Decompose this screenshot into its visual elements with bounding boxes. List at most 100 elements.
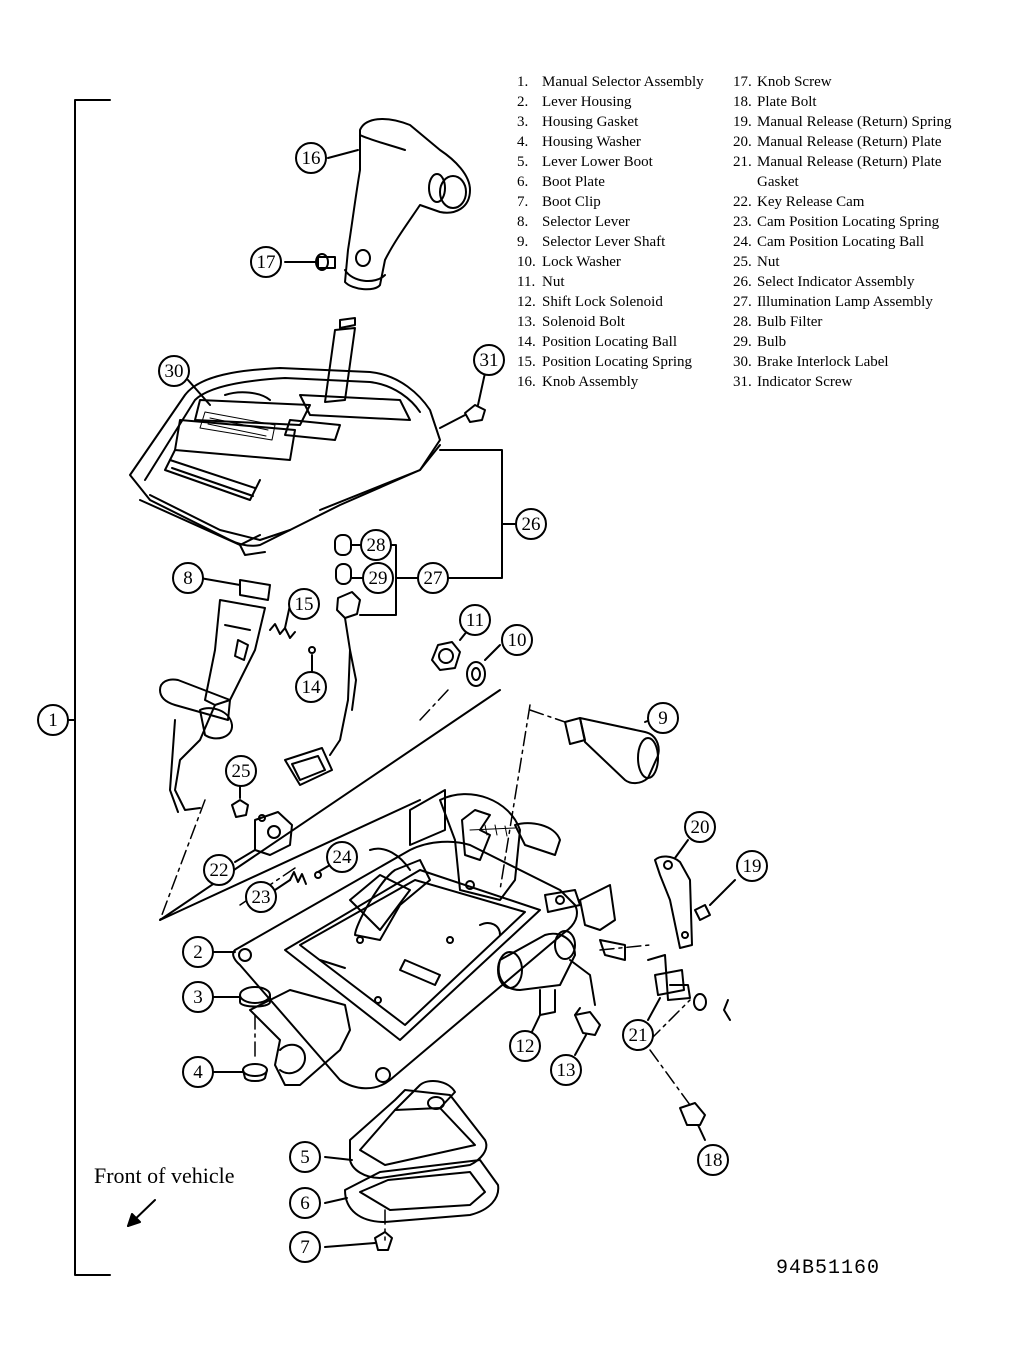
legend-number: 17. (733, 74, 752, 90)
callout-number: 8 (183, 568, 193, 589)
manual-release-plate (654, 855, 693, 949)
legend-row: 25.Nut (733, 252, 952, 272)
legend-number: 19. (733, 114, 752, 130)
legend-number: 16. (517, 374, 536, 390)
leader-18 (697, 1124, 706, 1141)
legend-number: 15. (517, 354, 536, 370)
legend-part-name: Boot Clip (542, 194, 601, 210)
legend-number: 25. (733, 254, 752, 270)
lever-lower-boot (349, 1079, 488, 1179)
callout-number: 30 (165, 361, 184, 382)
callout-number: 11 (466, 610, 484, 631)
legend-row: 27.Illumination Lamp Assembly (733, 292, 952, 312)
callout-17: 17 (250, 246, 282, 278)
callout-number: 12 (516, 1036, 535, 1057)
legend-number: 29. (733, 334, 752, 350)
callout-circle (647, 702, 679, 734)
leader-30 (187, 379, 211, 406)
callout-number: 7 (300, 1237, 310, 1258)
callout-circle (459, 604, 491, 636)
callout-circle (182, 1056, 214, 1088)
legend-number: 13. (517, 314, 536, 330)
callout-number: 17 (257, 252, 276, 273)
legend-row: 20.Manual Release (Return) Plate (733, 132, 952, 152)
callout-circle (37, 704, 69, 736)
legend-row: 26.Select Indicator Assembly (733, 272, 952, 292)
position-scale (469, 824, 516, 837)
leader-24 (317, 864, 331, 873)
legend-row: 9.Selector Lever Shaft (517, 232, 704, 252)
legend-number: 26. (733, 274, 752, 290)
legend-row: Gasket (733, 172, 952, 192)
callout-number: 14 (302, 677, 322, 698)
callout-circle (158, 355, 190, 387)
legend-number: 12. (517, 294, 536, 310)
legend-row: 7.Boot Clip (517, 192, 704, 212)
callout-14: 14 (295, 671, 327, 703)
callout-number: 18 (704, 1150, 723, 1171)
legend-part-name: Shift Lock Solenoid (542, 294, 663, 310)
callout-31: 31 (473, 344, 505, 376)
lock-washer-10 (466, 661, 486, 687)
callout-circle (509, 1030, 541, 1062)
legend-row: 2.Lever Housing (517, 92, 704, 112)
legend-part-name: Manual Release (Return) Plate (757, 134, 942, 150)
leader-13 (574, 1034, 587, 1056)
shift-lock-solenoid (497, 930, 596, 1016)
legend-number: 4. (517, 134, 529, 150)
callout-number: 2 (193, 942, 203, 963)
legend-part-name: Manual Release (Return) Plate (757, 154, 942, 170)
callout-circle (360, 529, 392, 561)
callout-20: 20 (684, 811, 716, 843)
leader-23 (274, 879, 291, 891)
legend-part-name: Illumination Lamp Assembly (757, 294, 933, 310)
legend-row: 3.Housing Gasket (517, 112, 704, 132)
legend-part-name: Indicator Screw (757, 374, 853, 390)
callout-circle (172, 562, 204, 594)
callout-number: 3 (193, 987, 203, 1008)
brake-interlock-label (199, 411, 276, 441)
legend-part-name: Gasket (757, 174, 799, 190)
callout-16: 16 (295, 142, 327, 174)
callout-circle (417, 562, 449, 594)
leader-10 (484, 644, 501, 661)
callout-number: 21 (629, 1025, 648, 1046)
callout-4: 4 (182, 1056, 214, 1088)
legend-part-name: Bulb (757, 334, 787, 350)
callout-27: 27 (417, 562, 449, 594)
callout-circle (473, 344, 505, 376)
legend-number: 5. (517, 154, 529, 170)
callout-number: 9 (658, 708, 668, 729)
callout-number: 15 (295, 594, 314, 615)
legend-row: 6. Boot Plate (517, 172, 704, 192)
figure-code: 94B51160 (776, 1257, 881, 1280)
callout-number: 1 (48, 710, 58, 731)
release-plate-gasket (647, 954, 691, 1001)
callout-number: 20 (691, 817, 710, 838)
legend-part-name: Housing Gasket (542, 114, 639, 130)
legend-row: 30.Brake Interlock Label (733, 352, 952, 372)
solenoid-bolt (574, 1007, 601, 1036)
legend-part-name: Cam Position Locating Spring (757, 214, 940, 230)
callout-21: 21 (622, 1019, 654, 1051)
legend-part-name: Boot Plate (542, 174, 605, 190)
legend-number: 1. (517, 74, 529, 90)
legend-number: 24. (733, 234, 752, 250)
mount-bracket (579, 884, 626, 961)
callout-circle (295, 142, 327, 174)
legend-number: 21. (733, 154, 752, 170)
callout-22: 22 (203, 854, 235, 886)
callout-number: 6 (300, 1193, 310, 1214)
callout-circle (326, 841, 358, 873)
callout-30: 30 (158, 355, 190, 387)
housing-gasket (239, 986, 271, 1008)
callout-11: 11 (459, 604, 491, 636)
legend-number: 30. (733, 354, 752, 370)
callout-circle (182, 981, 214, 1013)
legend-row: 1.Manual Selector Assembly (517, 72, 704, 92)
callout-number: 31 (480, 350, 499, 371)
legend-part-name: Selector Lever Shaft (542, 234, 666, 250)
legend-number: 6. (517, 174, 529, 190)
legend-row: 10.Lock Washer (517, 252, 704, 272)
